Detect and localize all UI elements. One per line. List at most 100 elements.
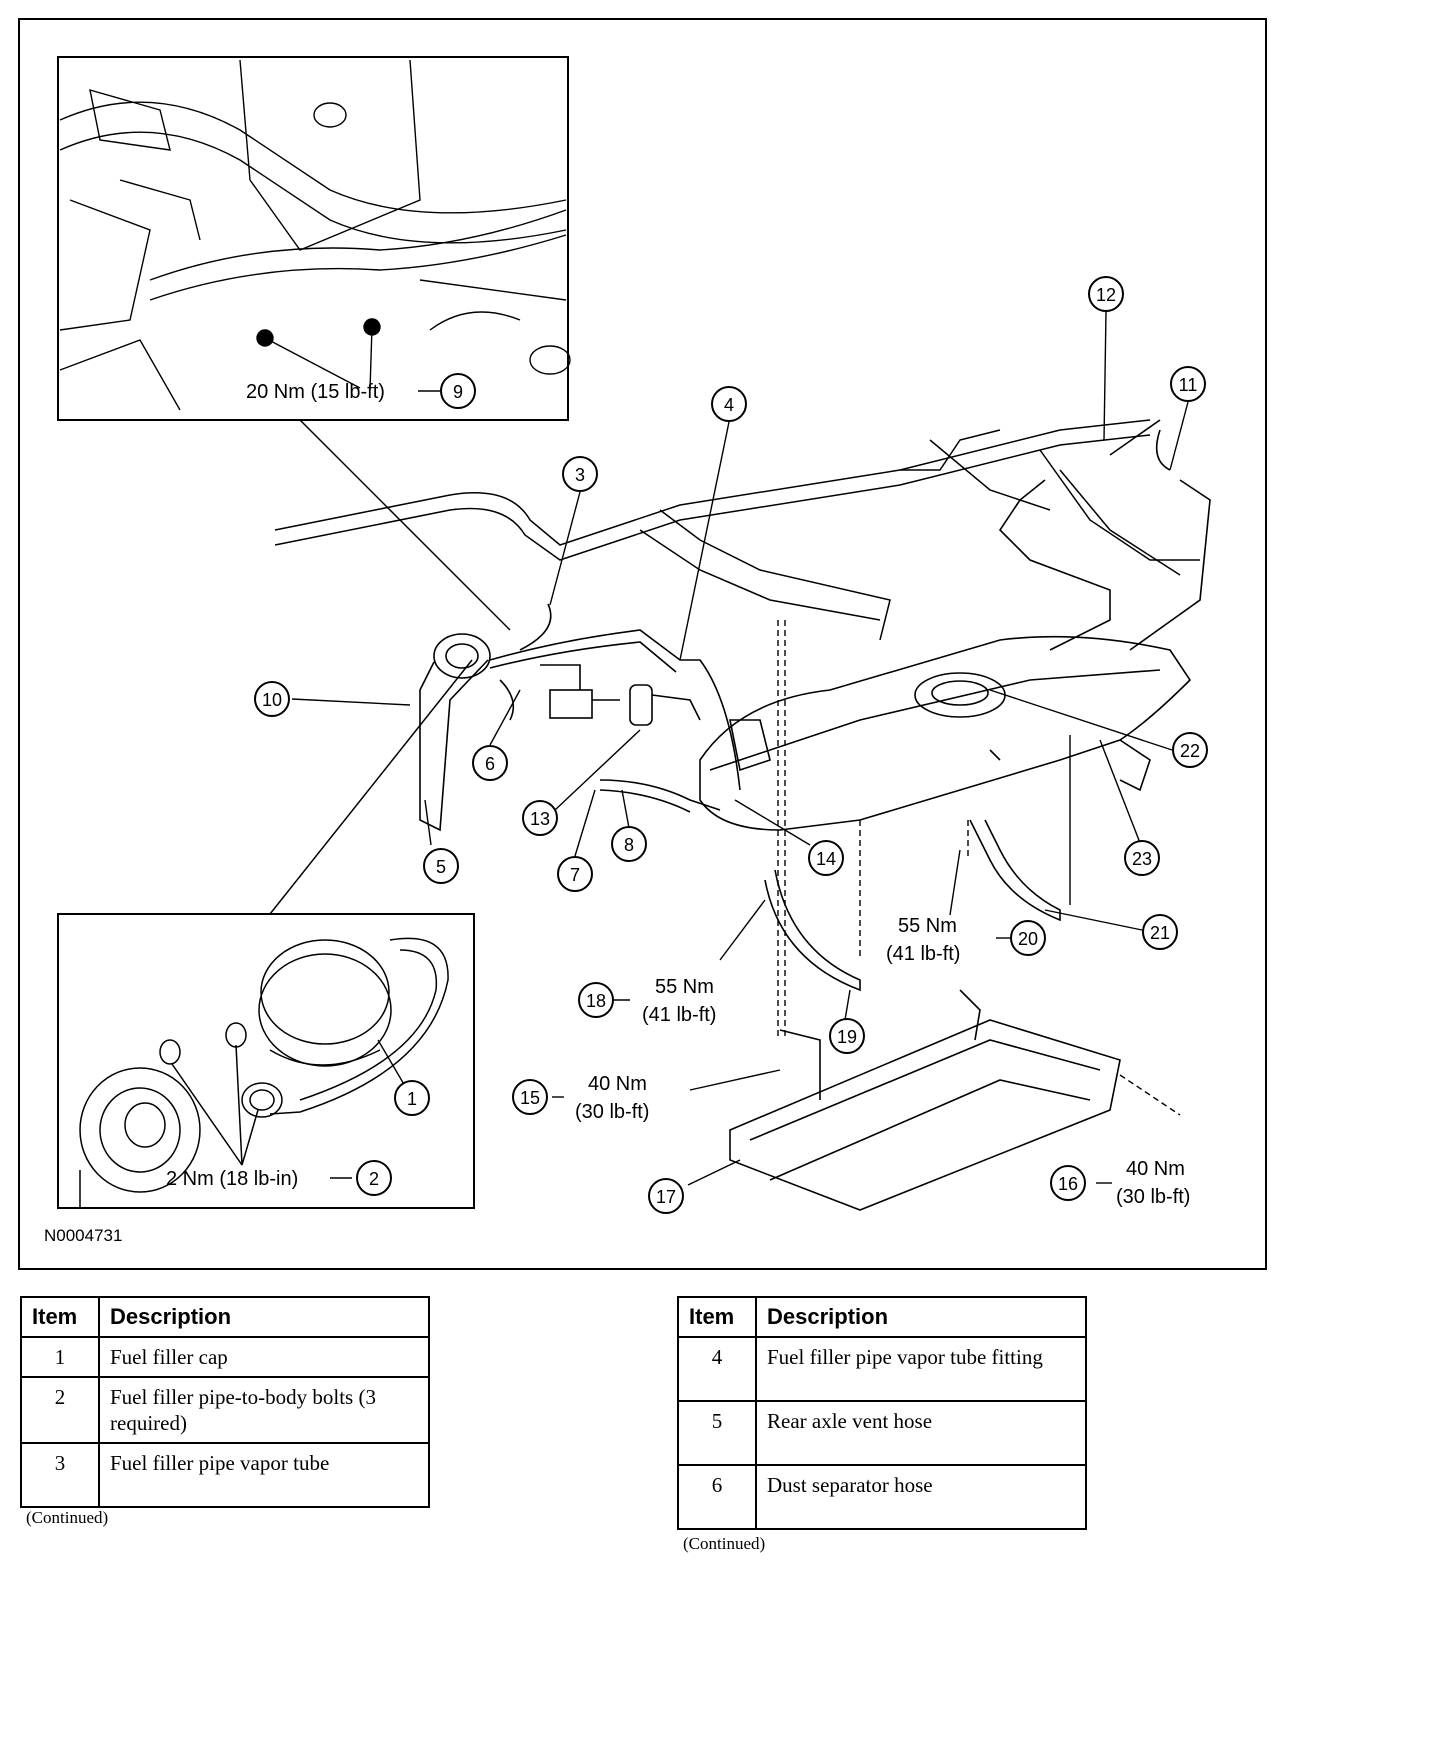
- item-description: Rear axle vent hose: [755, 1400, 1087, 1466]
- continued-note-right: (Continued): [683, 1534, 766, 1553]
- callout-circle: [808, 840, 844, 876]
- callout-circle: [1142, 914, 1178, 950]
- item-description: Fuel filler pipe vapor tube: [98, 1442, 430, 1508]
- callout-number: 6: [485, 754, 495, 774]
- callout-circle: [1010, 920, 1046, 956]
- figure-id: N0004731: [44, 1226, 123, 1245]
- callout-number: 19: [837, 1027, 857, 1047]
- callout-14: 14: [808, 840, 844, 876]
- inset-bolts-art: [59, 59, 571, 411]
- callout-15: 15: [512, 1079, 548, 1115]
- callout-circle: [829, 1018, 865, 1054]
- callout-number: 3: [575, 465, 585, 485]
- callout-number: 16: [1058, 1174, 1078, 1194]
- callout-22: 22: [1172, 732, 1208, 768]
- fuel-tank: [699, 635, 1192, 831]
- callout-8: 8: [611, 826, 647, 862]
- item-number: 2: [20, 1376, 100, 1444]
- callout-circle: [557, 856, 593, 892]
- callout-number: 2: [369, 1169, 379, 1189]
- callout-13: 13: [522, 800, 558, 836]
- fuel-system-diagram: 20 Nm (15 lb-ft) 2 Nm (18 lb-in): [57, 56, 1211, 1214]
- table-row: 1 Fuel filler cap: [20, 1336, 430, 1378]
- item-table-left: Item Description 1 Fuel filler cap 2 Fue…: [20, 1296, 430, 1508]
- callout-number: 10: [262, 690, 282, 710]
- callout-circle: [1050, 1165, 1086, 1201]
- callout-circle: [1172, 732, 1208, 768]
- frame-rails: [274, 419, 1200, 641]
- callout-9: 9: [440, 373, 476, 409]
- table-row: 4 Fuel filler pipe vapor tube fitting: [677, 1336, 1087, 1402]
- callout-number: 15: [520, 1088, 540, 1108]
- callout-17: 17: [648, 1178, 684, 1214]
- callout-number: 13: [530, 809, 550, 829]
- callout-10: 10: [254, 681, 290, 717]
- item-description: Dust separator hose: [755, 1464, 1087, 1530]
- callout-number: 20: [1018, 929, 1038, 949]
- callout-circle: [1124, 840, 1160, 876]
- callout-number: 9: [453, 382, 463, 402]
- item-number: 1: [20, 1336, 100, 1378]
- torque-label-18-nm: 55 Nm: [655, 976, 714, 998]
- callout-number: 18: [586, 991, 606, 1011]
- callout-circle: [472, 745, 508, 781]
- callout-16: 16: [1050, 1165, 1086, 1201]
- torque-label-16-lbft: (30 lb-ft): [1116, 1186, 1190, 1208]
- callout-12: 12: [1088, 276, 1124, 312]
- callout-circle: [423, 848, 459, 884]
- callout-circle: [562, 456, 598, 492]
- callout-circle: [648, 1178, 684, 1214]
- callout-circle: [356, 1160, 392, 1196]
- callout-19: 19: [829, 1018, 865, 1054]
- item-number: 6: [677, 1464, 757, 1530]
- callout-23: 23: [1124, 840, 1160, 876]
- col-header-item: Item: [677, 1296, 757, 1338]
- item-number: 5: [677, 1400, 757, 1466]
- callout-number: 7: [570, 865, 580, 885]
- torque-label-16-nm: 40 Nm: [1126, 1158, 1185, 1180]
- callout-number: 1: [407, 1089, 417, 1109]
- table-row: 3 Fuel filler pipe vapor tube: [20, 1442, 430, 1508]
- torque-label-20-nm: 55 Nm: [898, 915, 957, 937]
- callout-1: 1: [394, 1080, 430, 1116]
- torque-label-20-lbft: (41 lb-ft): [886, 943, 960, 965]
- tank-straps-shield: [729, 819, 1121, 1211]
- callout-7: 7: [557, 856, 593, 892]
- table-row: 6 Dust separator hose: [677, 1464, 1087, 1530]
- filler-pipe-and-hoses: [419, 419, 1211, 832]
- item-table-right: Item Description 4 Fuel filler pipe vapo…: [677, 1296, 1087, 1530]
- callout-18: 18: [578, 982, 614, 1018]
- continued-note-left: (Continued): [26, 1508, 109, 1527]
- callout-number: 21: [1150, 923, 1170, 943]
- torque-label-18-lbft: (41 lb-ft): [642, 1004, 716, 1026]
- callout-circle: [522, 800, 558, 836]
- callout-circle: [611, 826, 647, 862]
- callout-circle: [711, 386, 747, 422]
- item-description: Fuel filler pipe vapor tube fitting: [755, 1336, 1087, 1402]
- diagram-frame: [18, 18, 1267, 1270]
- callout-number: 5: [436, 857, 446, 877]
- callout-circle: [440, 373, 476, 409]
- callout-6: 6: [472, 745, 508, 781]
- torque-label-15-nm: 40 Nm: [588, 1073, 647, 1095]
- callout-11: 11: [1170, 366, 1206, 402]
- item-description: Fuel filler pipe-to-body bolts (3 requir…: [98, 1376, 430, 1444]
- col-header-description: Description: [98, 1296, 430, 1338]
- callout-number: 14: [816, 849, 836, 869]
- table-row: 5 Rear axle vent hose: [677, 1400, 1087, 1466]
- callout-number: 22: [1180, 741, 1200, 761]
- torque-label-9: 20 Nm (15 lb-ft): [246, 381, 385, 403]
- callout-number: 23: [1132, 849, 1152, 869]
- item-number: 4: [677, 1336, 757, 1402]
- callout-3: 3: [562, 456, 598, 492]
- callout-number: 8: [624, 835, 634, 855]
- callout-4: 4: [711, 386, 747, 422]
- callout-5: 5: [423, 848, 459, 884]
- inset-cap-art: [79, 937, 449, 1208]
- torque-label-2: 2 Nm (18 lb-in): [166, 1168, 298, 1190]
- col-header-description: Description: [755, 1296, 1087, 1338]
- callout-number: 12: [1096, 285, 1116, 305]
- callout-number: 11: [1179, 375, 1198, 395]
- inset-bolts-box: [57, 56, 569, 421]
- callout-circle: [1170, 366, 1206, 402]
